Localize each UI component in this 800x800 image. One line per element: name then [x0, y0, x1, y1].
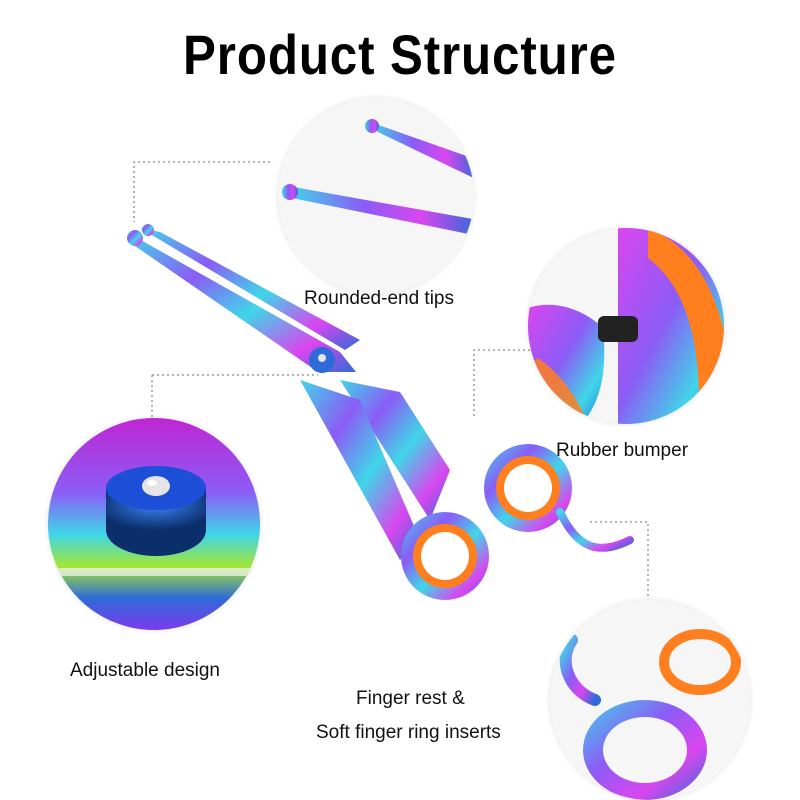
page-title: Product Structure	[183, 23, 617, 86]
label-rubber-bumper: Rubber bumper	[556, 440, 689, 461]
zoom-circle-tips	[278, 98, 474, 294]
rounded-tip-icon	[282, 119, 474, 236]
label-finger-rest: Finger rest &	[356, 688, 465, 709]
zoom-circle-screw	[48, 418, 260, 630]
label-adjustable-design: Adjustable design	[70, 660, 220, 681]
label-rounded-tips: Rounded-end tips	[304, 288, 454, 309]
zoom-circle-bumper	[528, 228, 724, 424]
finger-ring-insert-icon	[559, 629, 741, 800]
zoom-circle-ring	[550, 600, 750, 800]
label-finger-ring-inserts: Soft finger ring inserts	[316, 722, 501, 743]
adjustment-screw-icon	[48, 418, 260, 630]
